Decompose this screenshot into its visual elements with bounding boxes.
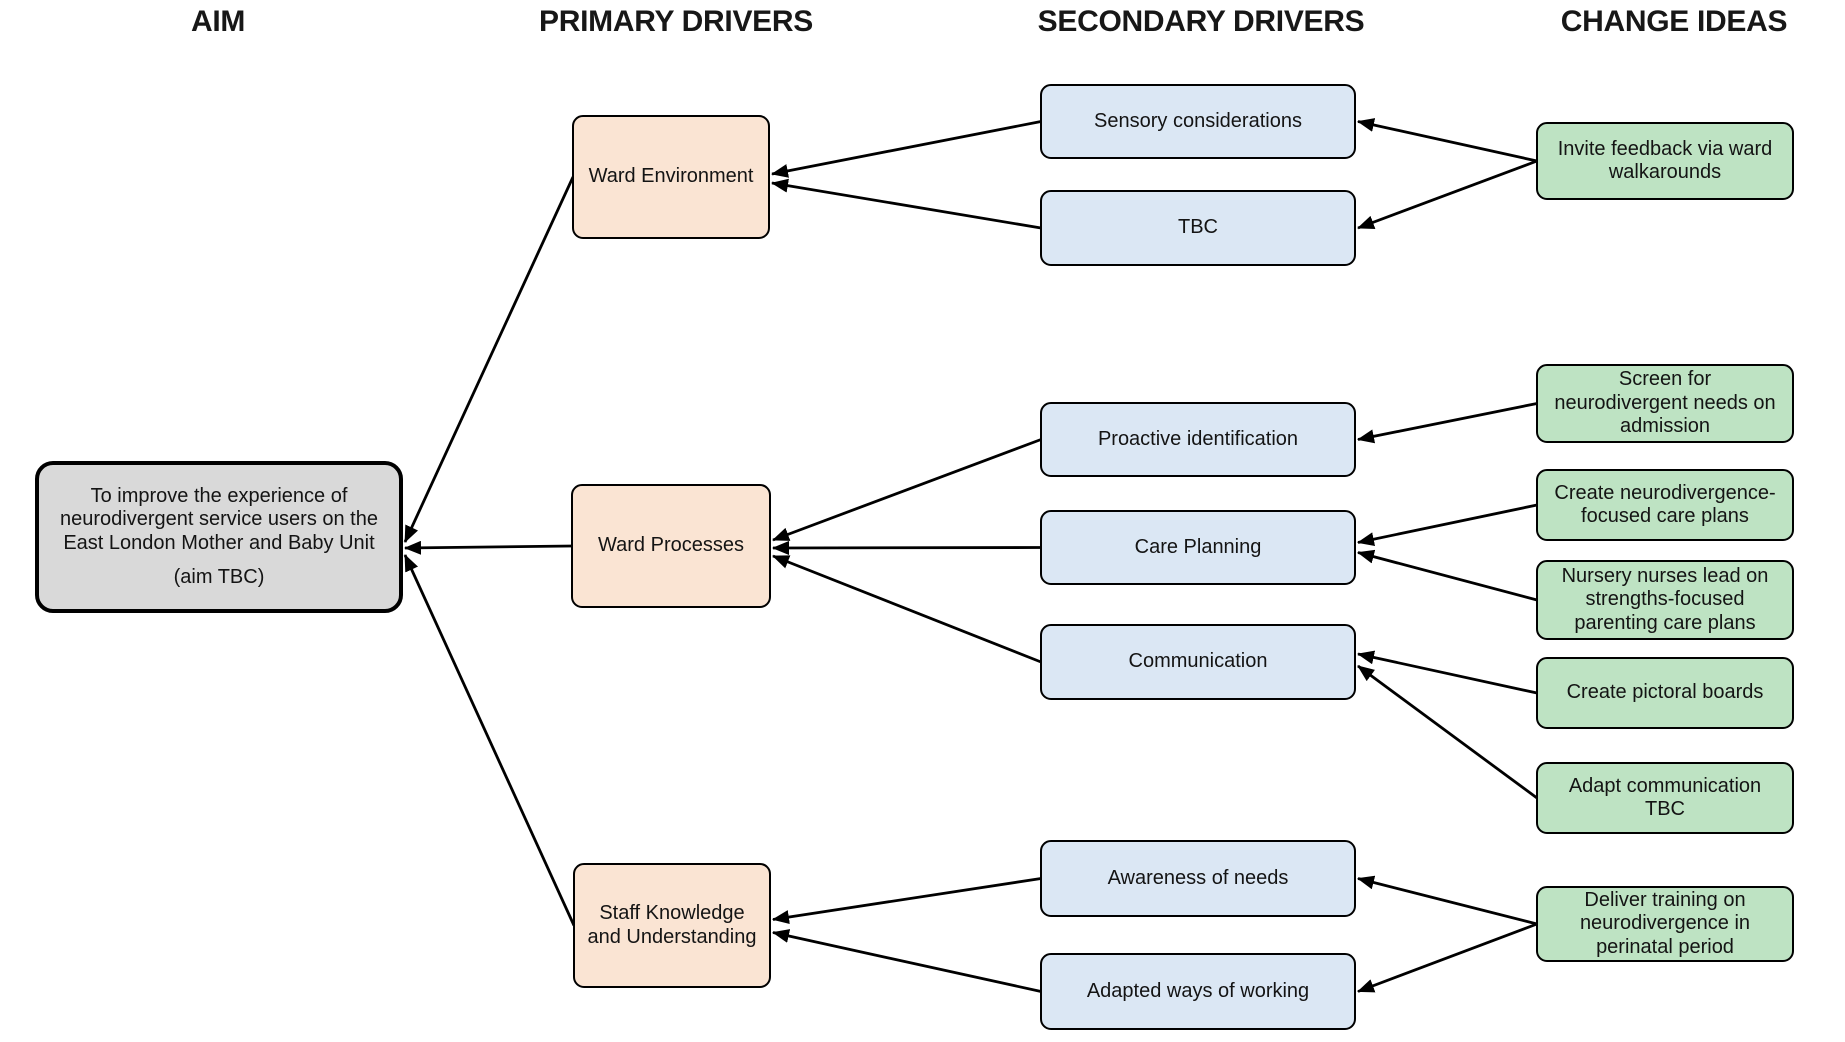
change-node-create-neurodivergence-focused-care-plans: Create neurodivergence- focused care pla… — [1536, 469, 1794, 541]
edge-arrow-deliver-training-on-neurodivergence-in-perinatal-period-to-adapted-ways-of-working — [1357, 922, 1538, 993]
secondary-node-proactive-identification: Proactive identification — [1040, 402, 1356, 477]
edge-arrow-create-neurodivergence-focused-care-plans-to-care-planning — [1357, 503, 1538, 547]
node-label: Screen for neurodivergent needs on admis… — [1554, 368, 1776, 438]
node-label: Invite feedback via ward walkarounds — [1557, 137, 1773, 183]
node-label: Adapted ways of working — [1086, 979, 1310, 1002]
secondary-node-tbc: TBC — [1040, 190, 1356, 266]
node-label: TBC — [1178, 216, 1218, 239]
edge-arrow-adapted-ways-of-working-to-staff-knowledge-and-understanding — [772, 929, 1042, 993]
node-label: Care Planning — [1134, 535, 1262, 558]
node-label: Staff Knowledge and Understanding — [587, 902, 757, 948]
change-column-header: CHANGE IDEAS — [1560, 5, 1788, 38]
edge-arrow-care-planning-to-ward-processes — [772, 540, 1042, 555]
node-label: Communication — [1128, 650, 1268, 673]
change-node-adapt-communication-tbc: Adapt communication TBC — [1536, 762, 1794, 834]
edge-arrow-ward-environment-to-aim — [403, 176, 575, 543]
change-node-create-pictoral-boards: Create pictoral boards — [1536, 657, 1794, 729]
primary-node-staff-knowledge-and-understanding: Staff Knowledge and Understanding — [573, 863, 771, 988]
change-node-screen-for-neurodivergent-needs-on-admission: Screen for neurodivergent needs on admis… — [1536, 364, 1794, 443]
node-label: Nursery nurses lead on strengths-focused… — [1561, 564, 1769, 634]
node-label: Sensory considerations — [1094, 109, 1302, 132]
edge-arrow-nursery-nurses-lead-on-strengths-focused-parenting-care-plans-to-care-planning — [1357, 549, 1538, 602]
edge-arrow-staff-knowledge-and-understanding-to-aim — [403, 554, 576, 927]
edge-arrow-ward-processes-to-aim — [404, 540, 573, 555]
secondary-node-sensory-considerations: Sensory considerations — [1040, 84, 1356, 159]
node-label: Proactive identification — [1097, 427, 1299, 450]
secondary-node-care-planning: Care Planning — [1040, 510, 1356, 585]
change-node-nursery-nurses-lead-on-strengths-focused-parenting-care-plans: Nursery nurses lead on strengths-focused… — [1536, 560, 1794, 640]
edge-arrow-invite-feedback-via-ward-walkarounds-to-sensory-considerations — [1357, 118, 1538, 163]
edge-arrow-tbc-to-ward-environment — [771, 178, 1042, 230]
edge-arrow-adapt-communication-tbc-to-communication — [1357, 664, 1538, 800]
primary-node-ward-processes: Ward Processes — [571, 484, 771, 608]
edge-arrow-create-pictoral-boards-to-communication — [1357, 650, 1538, 695]
node-label: Adapt communication TBC — [1568, 774, 1762, 820]
primary-node-ward-environment: Ward Environment — [572, 115, 770, 239]
edge-arrow-sensory-considerations-to-ward-environment — [771, 120, 1042, 178]
secondary-node-communication: Communication — [1040, 624, 1356, 700]
edge-arrow-proactive-identification-to-ward-processes — [772, 438, 1042, 542]
secondary-node-adapted-ways-of-working: Adapted ways of working — [1040, 953, 1356, 1030]
node-label: Ward Environment — [588, 165, 754, 188]
edge-arrow-awareness-of-needs-to-staff-knowledge-and-understanding — [772, 877, 1042, 924]
secondary-column-header: SECONDARY DRIVERS — [1037, 5, 1365, 38]
node-label: Deliver training on neurodivergence in p… — [1579, 888, 1751, 958]
node-label: Create neurodivergence- focused care pla… — [1554, 481, 1776, 527]
edge-arrow-communication-to-ward-processes — [772, 554, 1042, 664]
node-label: Awareness of needs — [1107, 866, 1289, 889]
secondary-node-awareness-of-needs: Awareness of needs — [1040, 840, 1356, 917]
edge-arrow-invite-feedback-via-ward-walkarounds-to-tbc — [1357, 159, 1538, 230]
aim-column-header: AIM — [190, 5, 246, 38]
aim-node-aim: To improve the experience of neurodiverg… — [35, 461, 403, 613]
edge-arrow-screen-for-neurodivergent-needs-on-admission-to-proactive-identification — [1357, 402, 1538, 444]
node-label: Ward Processes — [598, 534, 744, 557]
node-sublabel: (aim TBC) — [173, 565, 265, 588]
node-label: Create pictoral boards — [1566, 681, 1764, 704]
primary-column-header: PRIMARY DRIVERS — [539, 5, 813, 38]
change-node-deliver-training-on-neurodivergence-in-perinatal-period: Deliver training on neurodivergence in p… — [1536, 886, 1794, 962]
edge-arrow-deliver-training-on-neurodivergence-in-perinatal-period-to-awareness-of-needs — [1357, 875, 1538, 926]
change-node-invite-feedback-via-ward-walkarounds: Invite feedback via ward walkarounds — [1536, 122, 1794, 200]
node-label: To improve the experience of neurodiverg… — [60, 484, 378, 554]
